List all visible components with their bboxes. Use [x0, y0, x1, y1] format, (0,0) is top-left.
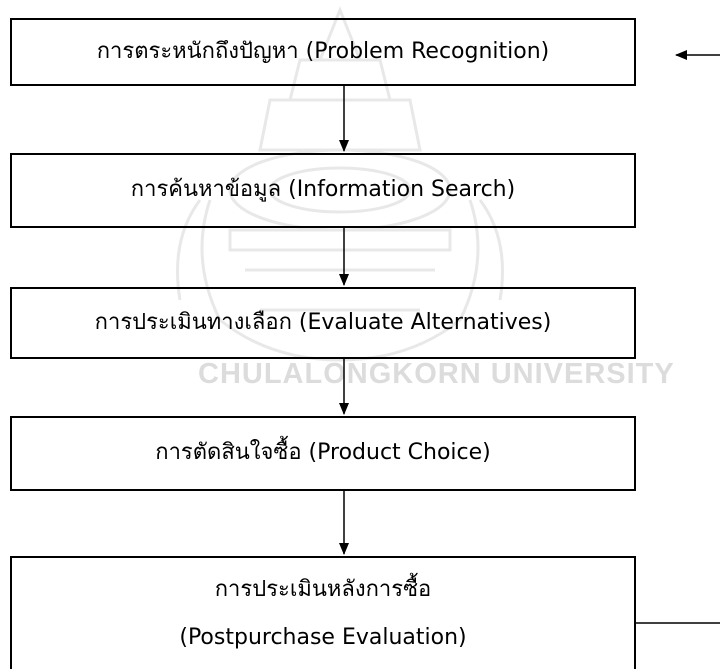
step-label-line2: (Postpurchase Evaluation) [179, 624, 467, 650]
step-postpurchase-evaluation: การประเมินหลังการซื้อ (Postpurchase Eval… [10, 556, 636, 669]
step-problem-recognition: การตระหนักถึงปัญหา (Problem Recognition) [10, 18, 636, 86]
step-label: การตัดสินใจซื้อ (Product Choice) [155, 440, 491, 466]
watermark-text: CHULALONGKORN UNIVERSITY [198, 358, 675, 390]
step-label: การค้นหาข้อมูล (Information Search) [130, 177, 516, 203]
step-evaluate-alternatives: การประเมินทางเลือก (Evaluate Alternative… [10, 287, 636, 359]
step-label-line1: การประเมินหลังการซื้อ [214, 576, 432, 602]
step-product-choice: การตัดสินใจซื้อ (Product Choice) [10, 416, 636, 491]
step-label: การประเมินทางเลือก (Evaluate Alternative… [94, 309, 552, 335]
step-information-search: การค้นหาข้อมูล (Information Search) [10, 153, 636, 228]
step-label: การตระหนักถึงปัญหา (Problem Recognition) [96, 38, 550, 64]
